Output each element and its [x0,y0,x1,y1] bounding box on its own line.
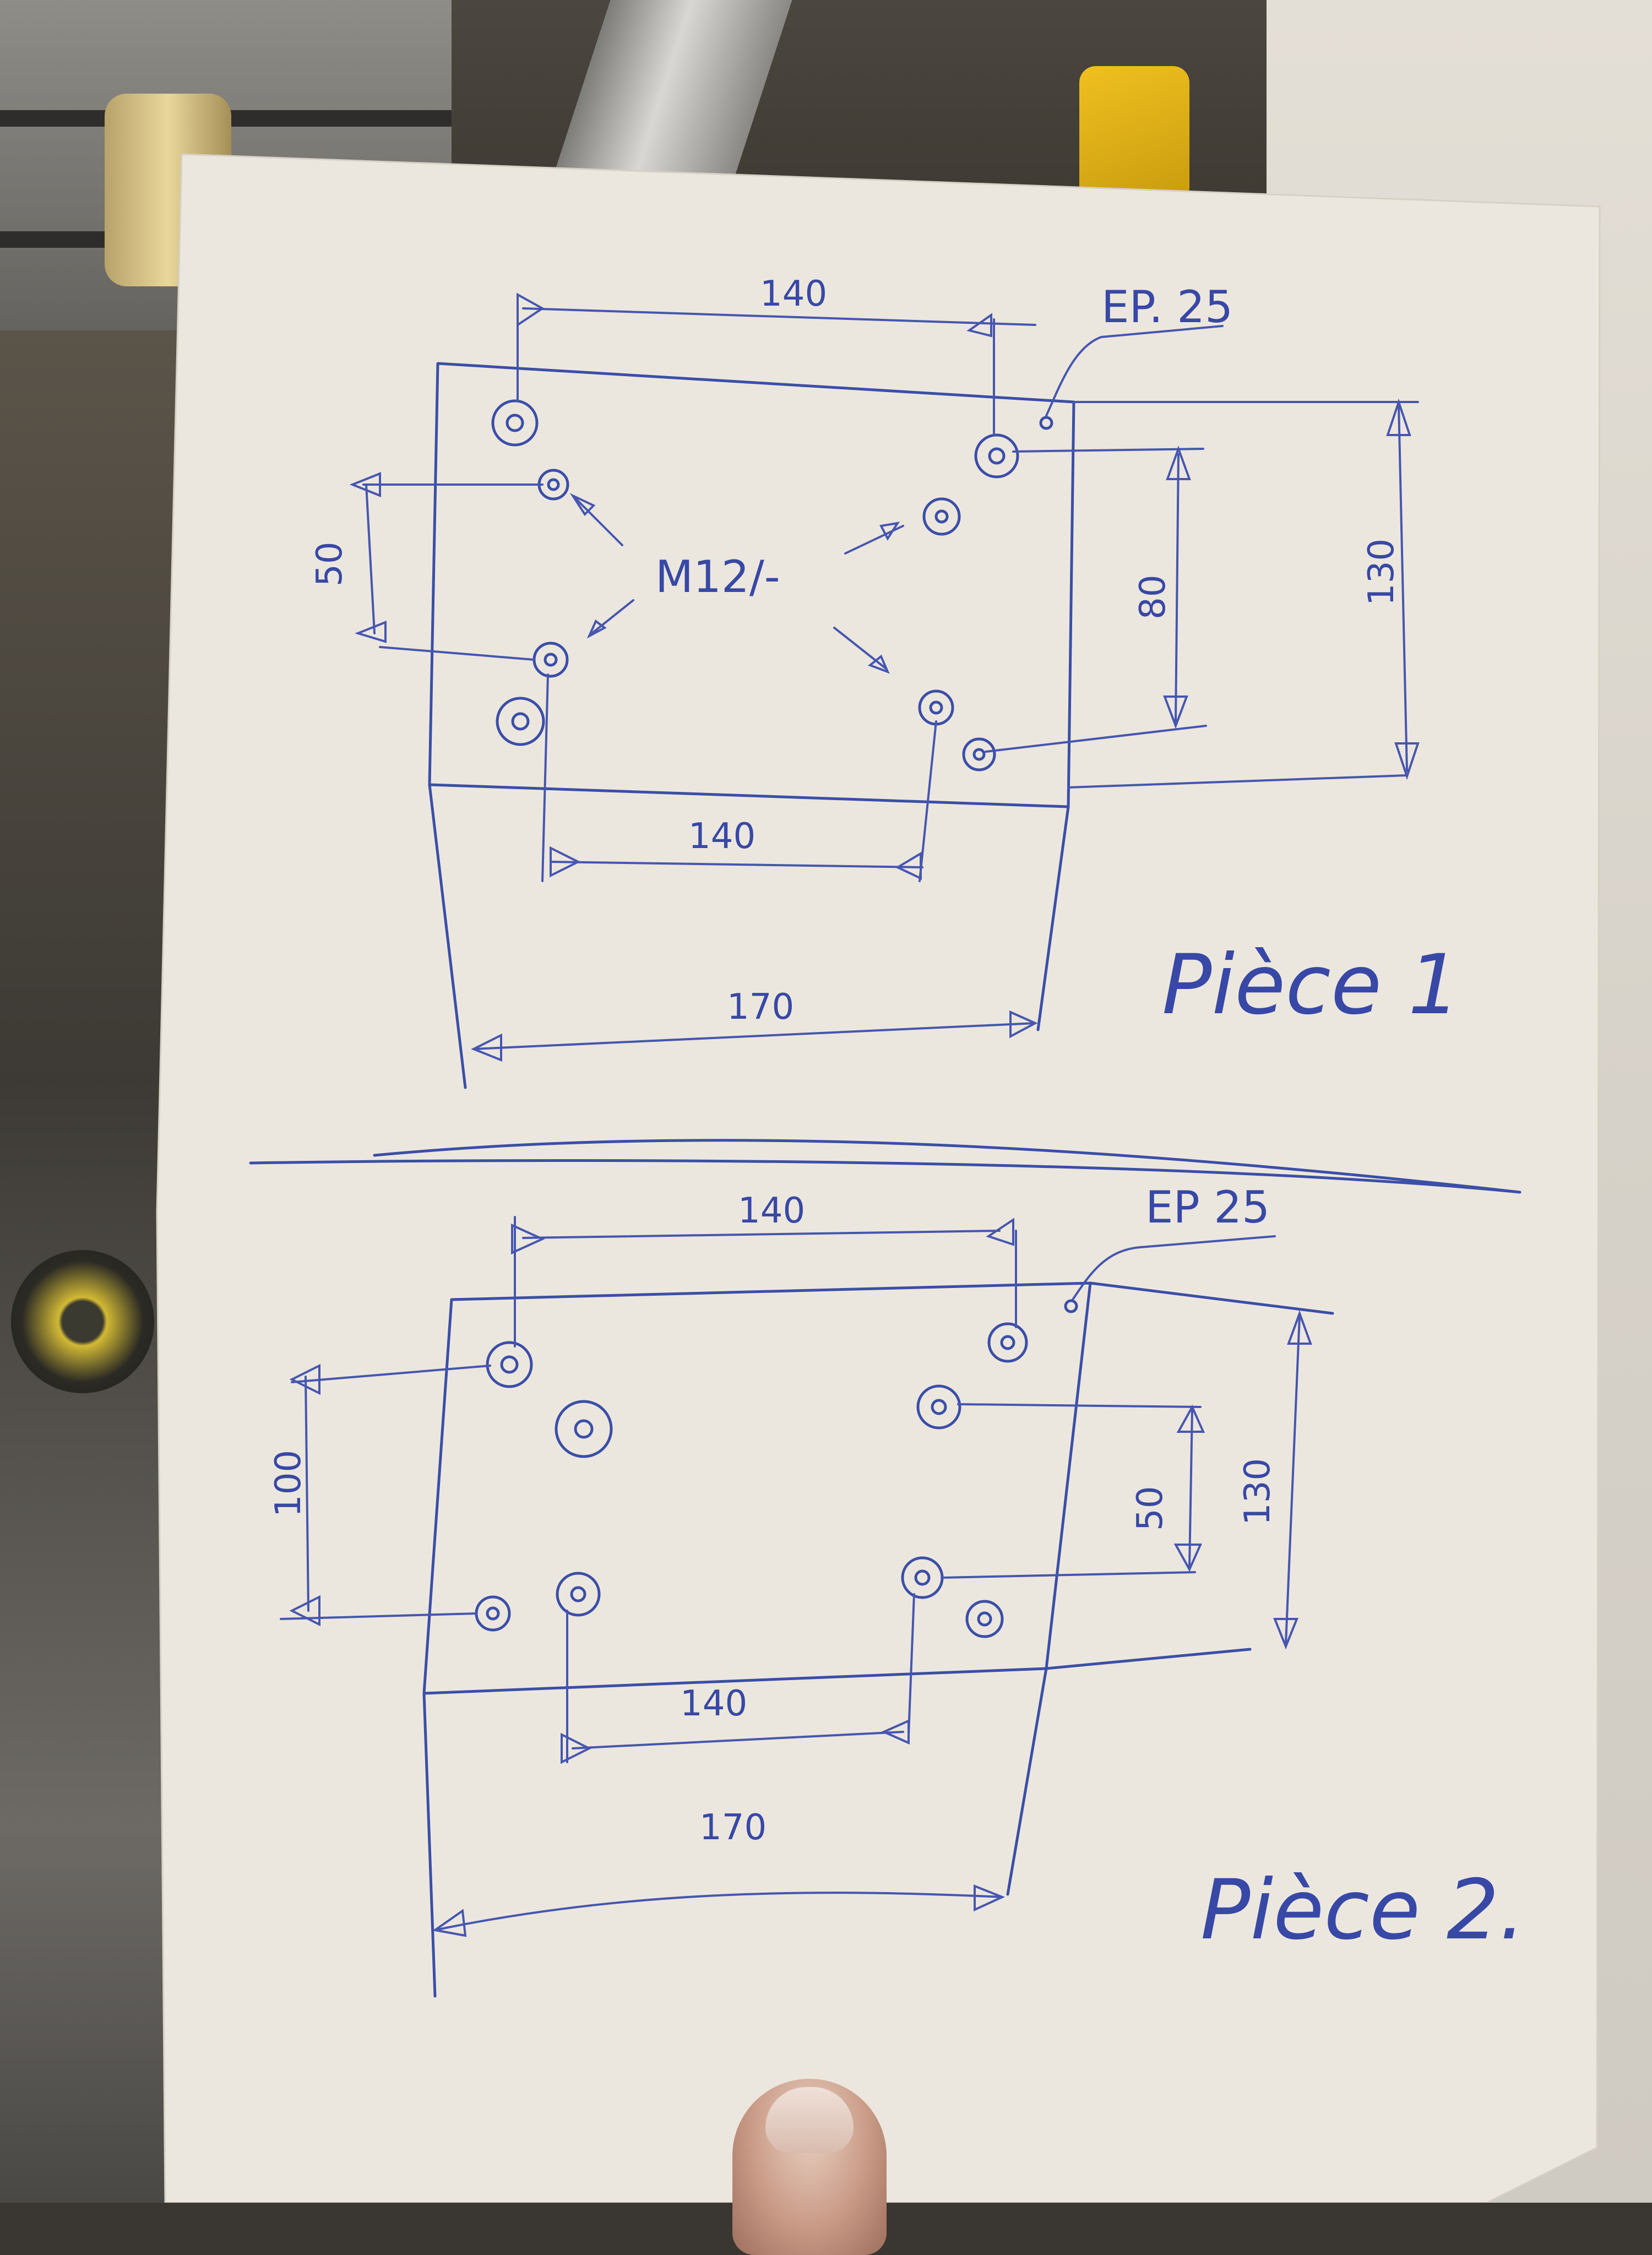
piece-2-title: Pièce 2. [1200,1862,1525,1958]
hole-center [547,478,560,491]
small-hole [1064,1299,1078,1313]
hole-center [1000,1335,1015,1350]
hole-center [544,653,558,667]
piece-2-dim-bottom-inner: 140 [680,1683,747,1724]
hole [496,697,545,746]
hole-center [511,712,530,731]
hole [922,497,961,536]
small-hole [1039,416,1053,430]
hole-center [934,509,949,524]
piece-2-dim-right-outer: 130 [1237,1458,1278,1525]
hole-center [931,1399,947,1415]
piece-2: 140 EP 25 100 50 130 140 170 Pièce 2. [268,1182,1525,1998]
technical-sketch: 140 EP. 25 50 M12/- 80 130 140 170 Pièce… [249,274,1525,1998]
hole-center [500,1355,519,1374]
hole [486,1341,533,1388]
piece-1-dim-left: 50 [309,542,350,586]
hole [962,737,996,771]
piece-2-dim-top: 140 [738,1191,805,1231]
hole-center [914,1569,931,1586]
hole-center [929,700,943,715]
hole [491,399,539,447]
hole-center [977,1611,992,1627]
hole [532,642,569,678]
piece-1-dim-bottom-inner: 140 [688,816,756,857]
section-separator [249,1139,1521,1194]
hole [965,1600,1004,1638]
piece-2-plate-extension [422,1281,1334,1998]
piece-1: 140 EP. 25 50 M12/- 80 130 140 170 Pièce… [309,274,1460,1089]
hole-center [486,1606,500,1621]
piece-1-dim-right-outer: 130 [1361,539,1402,606]
piece-1-dim-right-inner: 80 [1133,575,1173,620]
piece-1-dim-top: 140 [760,274,827,314]
fingernail [765,2087,854,2153]
piece-2-dim-bottom-outer: 170 [699,1807,767,1848]
piece-1-plate-extension [428,783,1070,1089]
piece-1-title: Pièce 1 [1162,937,1460,1033]
hole [918,689,954,726]
piece-1-thread-note: M12/- [655,551,780,602]
hole [901,1556,944,1599]
piece-2-thickness-note: EP 25 [1145,1182,1270,1233]
hole-center [506,414,524,432]
hole-center [570,1586,586,1602]
hole-center [972,748,986,761]
background-power-tool [1079,66,1189,204]
hole [974,433,1019,479]
hole-center [574,1419,594,1439]
piece-2-dim-right-inner: 50 [1130,1486,1171,1531]
hole [556,1572,601,1617]
background-wheel [11,1250,154,1393]
hole [916,1384,961,1430]
piece-1-dim-bottom-outer: 170 [727,987,794,1028]
piece-1-thickness-note: EP. 25 [1101,281,1233,333]
hole-center [988,447,1006,465]
piece-2-dim-left: 100 [268,1450,309,1517]
hole [555,1400,613,1458]
hole [987,1322,1028,1363]
piece-2-holes [475,1299,1078,1638]
hole [475,1595,511,1632]
